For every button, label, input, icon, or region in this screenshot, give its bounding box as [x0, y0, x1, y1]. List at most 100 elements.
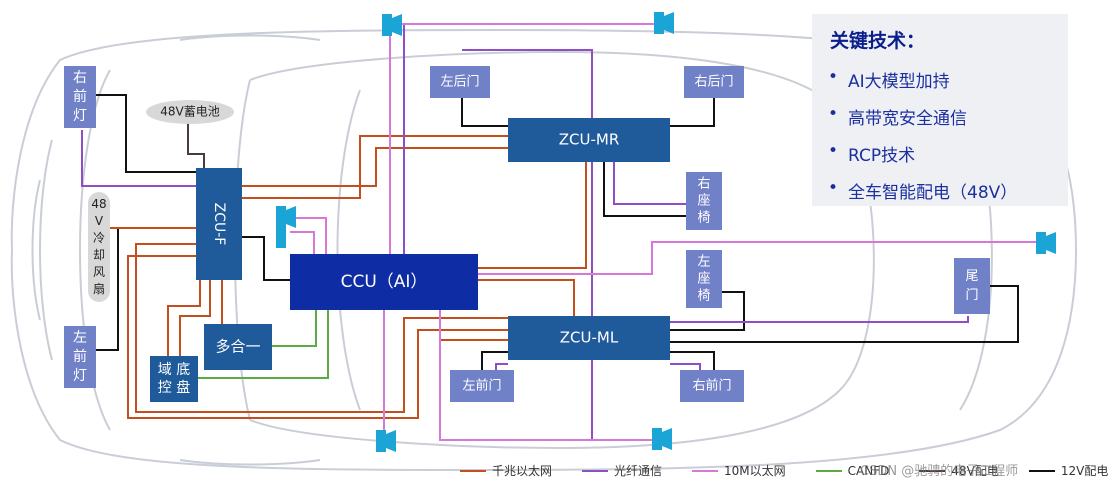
line-12v-zcuf-ccu: [242, 236, 292, 281]
cameras: [276, 12, 1056, 452]
label-left-rear-door: 左后门: [440, 75, 479, 90]
watermark: CSDN @驰骋的电子工程师: [860, 464, 1019, 479]
camera-icon-top-left: [382, 14, 402, 36]
legend-item: 12V配电: [1028, 462, 1108, 479]
label-left-headlight: 左前灯: [73, 330, 87, 384]
legend-label: 光纤通信: [614, 464, 663, 478]
legend-item: CANFD: [815, 462, 890, 479]
left-front-door-box: [450, 370, 514, 402]
legend-item: 10M以太网: [692, 462, 786, 479]
node-boxes: [64, 66, 990, 402]
line-1g-zcuf-chassis-2: [179, 280, 211, 356]
legend: 千兆以太网 光纤通信 10M以太网 CANFD 48V配电 12V配电: [460, 462, 1108, 479]
line-1g-left-loop: [135, 243, 508, 413]
label-right-seat: 右座椅: [697, 177, 710, 226]
camera-icon-side-left: [276, 206, 296, 248]
cooling-fan-box: [88, 192, 110, 302]
label-tail-door: 尾门: [965, 269, 978, 303]
key-tech-item: 高带宽安全通信: [826, 104, 1054, 129]
key-tech-list: AI大模型加持 高带宽安全通信 RCP技术 全车智能配电（48V）: [826, 67, 1054, 203]
line-1g-zcuf-multi: [204, 280, 223, 327]
ccu-box: [290, 254, 478, 310]
line-fiber-tail: [670, 316, 969, 323]
label-battery-48v: 48V蓄电池: [160, 105, 219, 119]
line-1g-zcuf-zcumr: [242, 135, 508, 199]
camera-icon-right: [1036, 232, 1056, 254]
label-left-front-door: 左前门: [462, 378, 501, 394]
line-fiber-ml-bottom: [591, 360, 660, 441]
camera-icon-top-right: [654, 12, 674, 34]
line-1g-zcuf-chassis-1: [167, 280, 201, 356]
legend-swatch: [582, 469, 609, 472]
line-12v-tail-door: [670, 285, 1019, 343]
line-12v-right-rear-door: [670, 86, 715, 127]
legend-label: CANFD: [847, 463, 890, 478]
legend-swatch: [460, 469, 486, 472]
legend-label: 12V配电: [1060, 464, 1108, 478]
line-12v-right-headlight: [96, 94, 212, 173]
zcu-mr-box: [508, 118, 670, 162]
right-seat-box: [686, 172, 722, 230]
line-fiber-rear: [462, 49, 593, 118]
line-fiber-right-headlight: [81, 130, 198, 187]
line-10m-side-cam-2: [290, 231, 315, 254]
left-rear-door-box: [430, 66, 490, 98]
legend-label: 千兆以太网: [492, 464, 553, 478]
camera-icon-bottom-left: [376, 430, 396, 452]
label-right-headlight: 右前灯: [73, 70, 87, 124]
label-zcu-f: ZCU-F: [211, 203, 227, 246]
legend-swatch: [815, 469, 842, 472]
line-1g-ccu-zcumr: [478, 162, 587, 269]
line-10m-side-cam: [290, 217, 327, 254]
legend-item: 千兆以太网: [460, 462, 552, 479]
legend-swatch: [692, 469, 719, 472]
line-fiber-right-seat: [613, 162, 686, 205]
label-zcu-ml: ZCU-ML: [560, 329, 619, 347]
key-tech-item: AI大模型加持: [826, 67, 1054, 92]
key-tech-item: RCP技术: [826, 141, 1054, 166]
label-chassis-domain: 域 底控 盘: [158, 362, 190, 396]
line-12v-left-seat: [670, 291, 745, 331]
key-tech-item: 全车智能配电（48V）: [826, 178, 1054, 203]
legend-label: 48V配电: [951, 464, 999, 478]
legend-label: 10M以太网: [724, 464, 786, 478]
label-right-rear-door: 右后门: [694, 75, 733, 90]
line-canfd-multi: [272, 310, 317, 347]
line-12v-right-seat: [603, 162, 686, 217]
legend-item: 48V配电: [919, 462, 999, 479]
line-1g-zcuf-zcumr-b: [242, 147, 508, 187]
label-right-front-door: 右前门: [692, 378, 731, 394]
line-canfd-chassis: [196, 310, 329, 379]
line-1g-ccu-zcuml: [478, 279, 575, 316]
label-ccu: CCU（AI）: [341, 272, 428, 292]
key-tech-title: 关键技术：: [830, 30, 926, 52]
camera-icon-bottom-right: [652, 428, 672, 450]
line-10m-right-cam: [478, 241, 1036, 275]
zcu-ml-box: [508, 316, 670, 360]
line-48v-battery: [187, 122, 205, 168]
label-multi-in-one: 多合一: [215, 338, 260, 356]
chassis-domain-box: [150, 356, 198, 402]
label-zcu-mr: ZCU-MR: [559, 131, 620, 149]
right-front-door-box: [680, 370, 744, 402]
left-seat-box: [686, 250, 722, 308]
multi-in-one-box: [204, 324, 272, 370]
battery-48v-box: [146, 100, 234, 124]
left-headlight-box: [64, 326, 96, 388]
legend-swatch: [1028, 469, 1055, 472]
legend-item: 光纤通信: [582, 462, 662, 479]
key-tech-panel: 关键技术： AI大模型加持 高带宽安全通信 RCP技术 全车智能配电（48V）: [812, 14, 1068, 206]
label-left-seat: 左座椅: [697, 255, 710, 304]
line-12v-left-headlight: [96, 227, 198, 351]
line-10m-bottom: [439, 308, 660, 441]
line-1g-left-loop-2: [127, 255, 508, 419]
tail-door-box: [954, 258, 990, 314]
connections: [81, 23, 1036, 441]
line-1g-ccu-down: [439, 308, 508, 341]
right-rear-door-box: [684, 66, 744, 98]
right-headlight-box: [64, 66, 96, 128]
